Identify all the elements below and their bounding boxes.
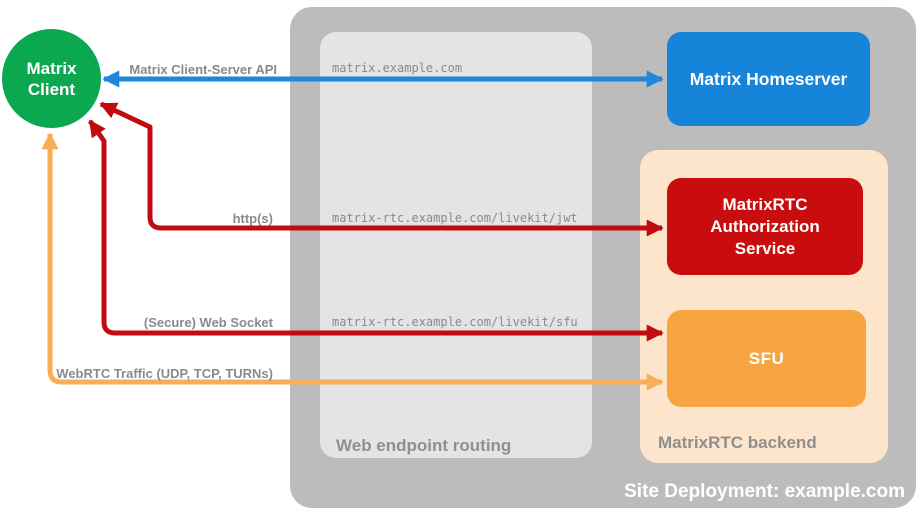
sfu-label: SFU [748,348,785,368]
websocket-connection-label: (Secure) Web Socket [143,315,273,330]
sfu-node: SFU [667,310,866,407]
site-deployment-caption: Site Deployment: example.com [624,481,905,502]
matrixrtc-authorization-service-label: MatrixRTC Authorization Service [710,194,820,258]
matrixrtc-authorization-service-node: MatrixRTC Authorization Service [667,178,863,275]
matrix-client-node: Matrix Client [2,29,101,128]
route-livekit-jwt: matrix-rtc.example.com/livekit/jwt [332,211,578,225]
webrtc-traffic-arrow [41,132,664,391]
https-jwt-arrow [99,101,664,237]
https-connection-label: http(s) [232,211,273,226]
matrix-homeserver-label: Matrix Homeserver [689,68,848,89]
webrtc-traffic-connection-label: WebRTC Traffic (UDP, TCP, TURNs) [56,366,273,381]
web-endpoint-routing-caption: Web endpoint routing [336,436,512,455]
client-server-api-connection-label: Matrix Client-Server API [129,62,277,77]
matrix-homeserver-node: Matrix Homeserver [667,32,870,126]
route-livekit-sfu: matrix-rtc.example.com/livekit/sfu [332,315,578,329]
route-matrix-example-com: matrix.example.com [332,61,463,75]
matrixrtc-backend-caption: MatrixRTC backend [658,433,817,452]
matrix-client-label: Matrix Client [26,58,77,99]
